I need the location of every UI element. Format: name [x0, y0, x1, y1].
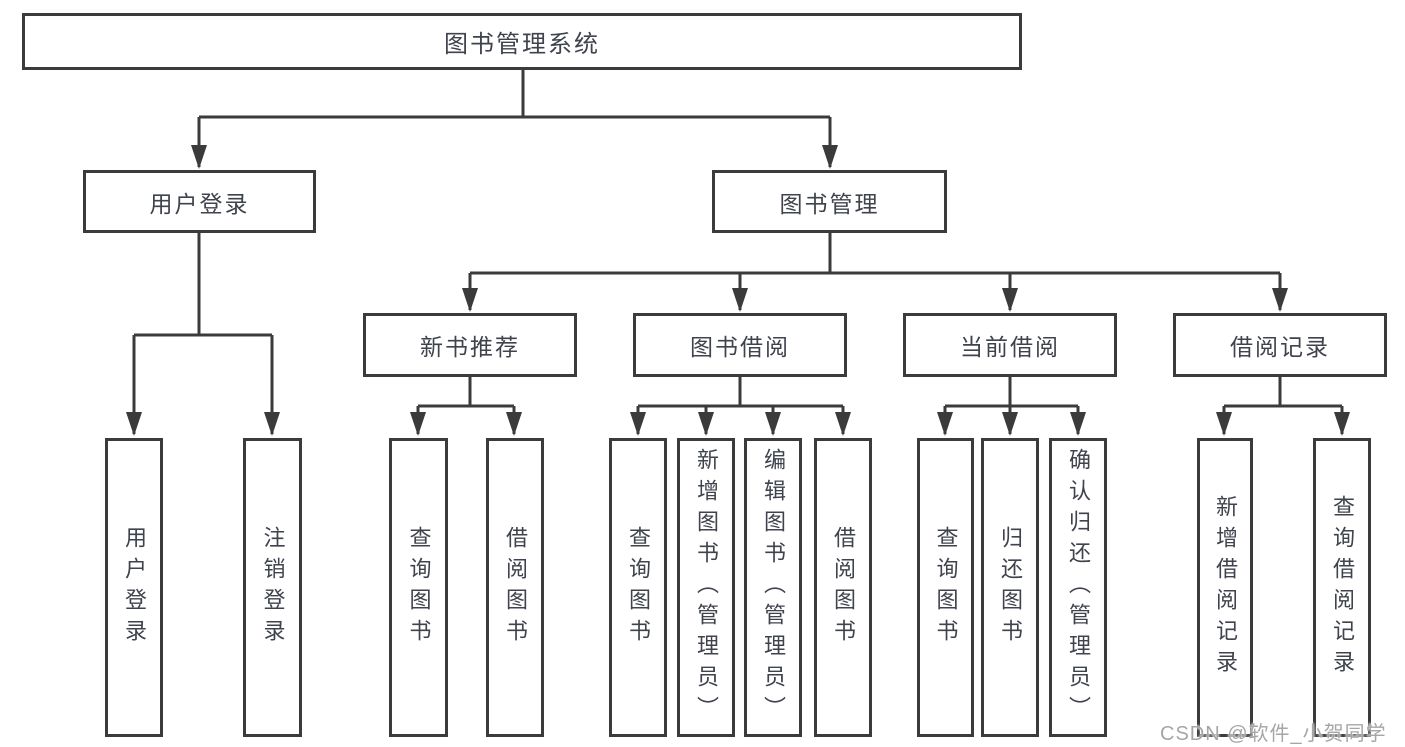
- leaf-br-query-record: 查询借阅记录: [1313, 438, 1371, 737]
- watermark: CSDN @软件_小贺同学: [1160, 723, 1387, 745]
- connector-user-login: [134, 233, 272, 337]
- connector-new-book: [418, 377, 514, 408]
- leaf-cb-return-book: 归还图书: [981, 438, 1039, 737]
- node-book-mgmt: 图书管理: [712, 170, 947, 233]
- leaf-bb-borrow-book-label: 借阅图书: [831, 525, 856, 650]
- leaf-nb-query-book: 查询图书: [389, 438, 448, 737]
- connector-root: [199, 69, 830, 119]
- leaf-bb-query-book-label: 查询图书: [626, 525, 651, 650]
- leaf-nb-borrow-book-label: 借阅图书: [503, 525, 528, 650]
- leaf-bb-edit-book-label: 编辑图书（管理员）: [761, 448, 786, 727]
- node-user-login-label: 用户登录: [149, 190, 250, 217]
- connector-book-mgmt: [470, 233, 1280, 275]
- connector-book-borrow: [638, 377, 843, 408]
- connector-current-borrow: [945, 377, 1078, 408]
- leaf-br-add-record: 新增借阅记录: [1197, 438, 1253, 737]
- leaf-logout: 注销登录: [243, 438, 302, 737]
- node-borrow-record: 借阅记录: [1173, 313, 1387, 377]
- leaf-bb-add-book: 新增图书（管理员）: [677, 438, 735, 737]
- leaf-user-login-label: 用户登录: [122, 525, 147, 650]
- leaf-user-login: 用户登录: [105, 438, 163, 737]
- leaf-bb-edit-book: 编辑图书（管理员）: [744, 438, 802, 737]
- node-book-borrow: 图书借阅: [633, 313, 847, 377]
- node-current-borrow: 当前借阅: [903, 313, 1117, 377]
- node-book-borrow-label: 图书借阅: [690, 334, 790, 360]
- leaf-logout-label: 注销登录: [260, 525, 286, 650]
- node-root-label: 图书管理系统: [444, 31, 600, 58]
- leaf-nb-borrow-book: 借阅图书: [486, 438, 544, 737]
- node-user-login: 用户登录: [83, 170, 316, 233]
- connector-borrow-record: [1224, 377, 1342, 408]
- node-root: 图书管理系统: [22, 13, 1022, 70]
- leaf-cb-return-book-label: 归还图书: [998, 525, 1023, 650]
- leaf-cb-query-book-label: 查询图书: [933, 525, 959, 650]
- node-current-borrow-label: 当前借阅: [960, 334, 1060, 360]
- node-new-book-label: 新书推荐: [420, 334, 520, 360]
- leaf-bb-add-book-label: 新增图书（管理员）: [694, 448, 719, 727]
- node-book-mgmt-label: 图书管理: [779, 190, 880, 217]
- leaf-cb-confirm-return-label: 确认归还（管理员）: [1066, 448, 1091, 727]
- leaf-cb-query-book: 查询图书: [917, 438, 974, 737]
- node-new-book: 新书推荐: [363, 313, 577, 377]
- leaf-bb-borrow-book: 借阅图书: [814, 438, 872, 737]
- leaf-br-add-record-label: 新增借阅记录: [1213, 494, 1238, 681]
- leaf-cb-confirm-return: 确认归还（管理员）: [1049, 438, 1107, 737]
- leaf-br-query-record-label: 查询借阅记录: [1330, 494, 1355, 681]
- leaf-nb-query-book-label: 查询图书: [406, 525, 432, 650]
- leaf-bb-query-book: 查询图书: [609, 438, 667, 737]
- node-borrow-record-label: 借阅记录: [1230, 334, 1330, 360]
